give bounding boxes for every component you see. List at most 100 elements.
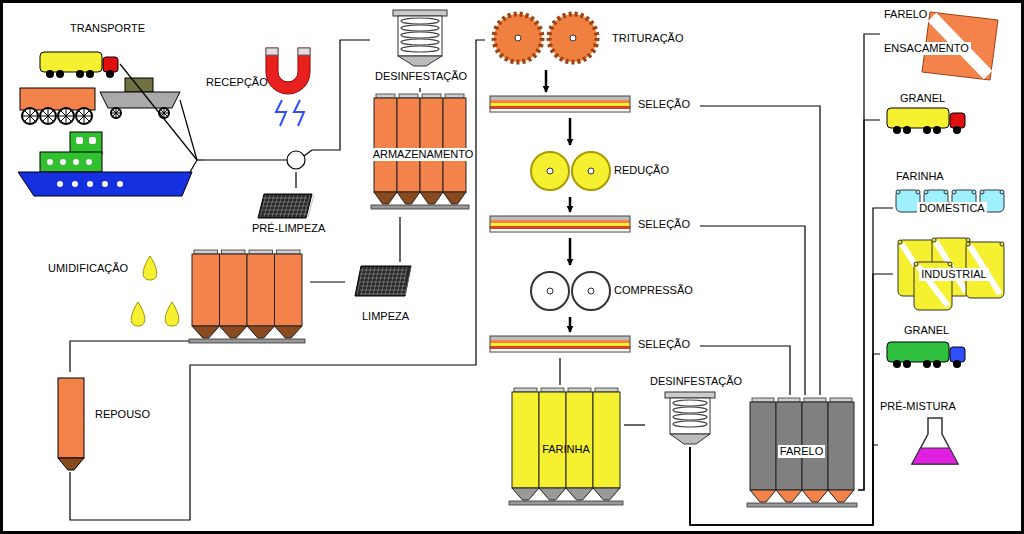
stage-label: DESINFESTAÇÃO — [650, 375, 742, 388]
silo-cap — [752, 398, 774, 402]
silo-cone — [420, 192, 443, 204]
stage-label: ARMAZENAMENTO — [371, 148, 476, 161]
feed-line — [70, 341, 189, 352]
screw-thread — [673, 414, 707, 420]
process-stage: ARMAZENAMENTO — [370, 92, 476, 217]
grid-wire — [360, 274, 406, 275]
sieve-grid — [355, 266, 411, 296]
sieve-layer — [490, 220, 630, 223]
wheel-spoke — [112, 109, 119, 116]
silo-body — [374, 98, 397, 192]
process-stage: SELEÇÃO — [485, 332, 700, 358]
screw-thread — [401, 46, 439, 52]
truck-body — [887, 342, 949, 362]
screw-thread — [401, 32, 439, 38]
silo-cap — [595, 388, 618, 392]
porthole — [73, 159, 79, 165]
sieve-layer — [490, 103, 630, 106]
rail-wheel — [76, 108, 92, 124]
silo-cone — [566, 488, 593, 500]
flow-line — [559, 358, 560, 385]
wheel-spoke — [24, 110, 35, 121]
silo-cone — [374, 192, 397, 204]
flask — [912, 418, 958, 464]
stage-label: PRÉ-LIMPEZA — [252, 222, 325, 235]
grid-wire — [263, 210, 307, 211]
porthole — [57, 181, 63, 187]
stage-label: FARINHA — [542, 443, 590, 456]
bag-corner — [944, 190, 948, 194]
screw-thread — [401, 18, 439, 24]
silo-cap — [194, 250, 218, 254]
porthole — [47, 159, 53, 165]
silo-cap — [445, 94, 464, 98]
grid-wire — [263, 202, 307, 203]
silo-base — [747, 503, 857, 507]
stage-label: COMPRESSÃO — [614, 284, 693, 297]
truck-wheel — [86, 70, 94, 78]
hopper-car — [100, 92, 180, 108]
silo-cap — [568, 388, 591, 392]
screw-hopper — [670, 434, 710, 444]
process-stage: DOMÉSTICA — [893, 186, 1011, 230]
rail-wheel — [111, 108, 121, 118]
roller-axle — [547, 168, 553, 174]
flow-line — [858, 120, 880, 490]
grid-wire — [360, 294, 406, 295]
flow-line — [70, 40, 485, 520]
silo-body — [247, 254, 275, 326]
stage-label: FARINHA — [896, 170, 944, 183]
truck-wheel — [953, 360, 961, 368]
roller — [531, 152, 569, 190]
feed-line — [304, 150, 312, 156]
flow-line — [295, 172, 296, 188]
silo-cone — [220, 326, 248, 338]
sieve-layer — [490, 346, 630, 349]
silo-body — [828, 402, 854, 490]
stage-label: FARELO — [778, 445, 825, 458]
process-stage: FARELO — [745, 395, 858, 508]
silo-cap — [804, 398, 826, 402]
process-stage: PRÉ-LIMPEZA — [248, 188, 332, 238]
sieve-layer — [490, 100, 630, 103]
silo-body — [397, 98, 420, 192]
truck-body — [40, 52, 102, 72]
truck-wheel — [903, 126, 911, 134]
bag-corner — [1000, 190, 1004, 194]
feed-line — [190, 160, 197, 172]
flow-line — [569, 317, 572, 332]
process-stage: RECEPÇÃO — [205, 45, 312, 172]
silo-body — [443, 98, 466, 192]
flow-line — [419, 88, 420, 92]
silo-cap — [277, 250, 301, 254]
screw-thread — [673, 400, 707, 406]
process-stage: TRANSPORTE — [15, 18, 197, 205]
conveyor-top — [665, 392, 715, 398]
screw-thread — [401, 25, 439, 31]
roller-axle — [515, 35, 521, 41]
water-drop — [165, 302, 179, 326]
process-stage: TRITURAÇÃO — [485, 8, 700, 70]
bag-corner — [896, 190, 900, 194]
flow-line — [310, 281, 345, 282]
sieve-layer — [490, 96, 630, 100]
stage-label: RECEPÇÃO — [206, 76, 268, 89]
grid-wire — [405, 267, 411, 295]
roller-axle — [547, 288, 553, 294]
silo-cap — [249, 250, 273, 254]
stage-label: SELEÇÃO — [638, 218, 690, 231]
porthole — [72, 181, 78, 187]
silo-cone — [776, 490, 802, 502]
window — [76, 137, 83, 144]
silo-cap — [376, 94, 395, 98]
screw-hopper — [398, 56, 442, 66]
roller — [572, 152, 610, 190]
window — [89, 137, 96, 144]
grid-wire — [360, 270, 406, 271]
silo-body — [512, 392, 539, 488]
stage-label: FARELO — [884, 8, 927, 21]
silo-cone — [192, 326, 220, 338]
process-stage: SELEÇÃO — [485, 92, 700, 118]
flask-liquid — [912, 448, 958, 464]
